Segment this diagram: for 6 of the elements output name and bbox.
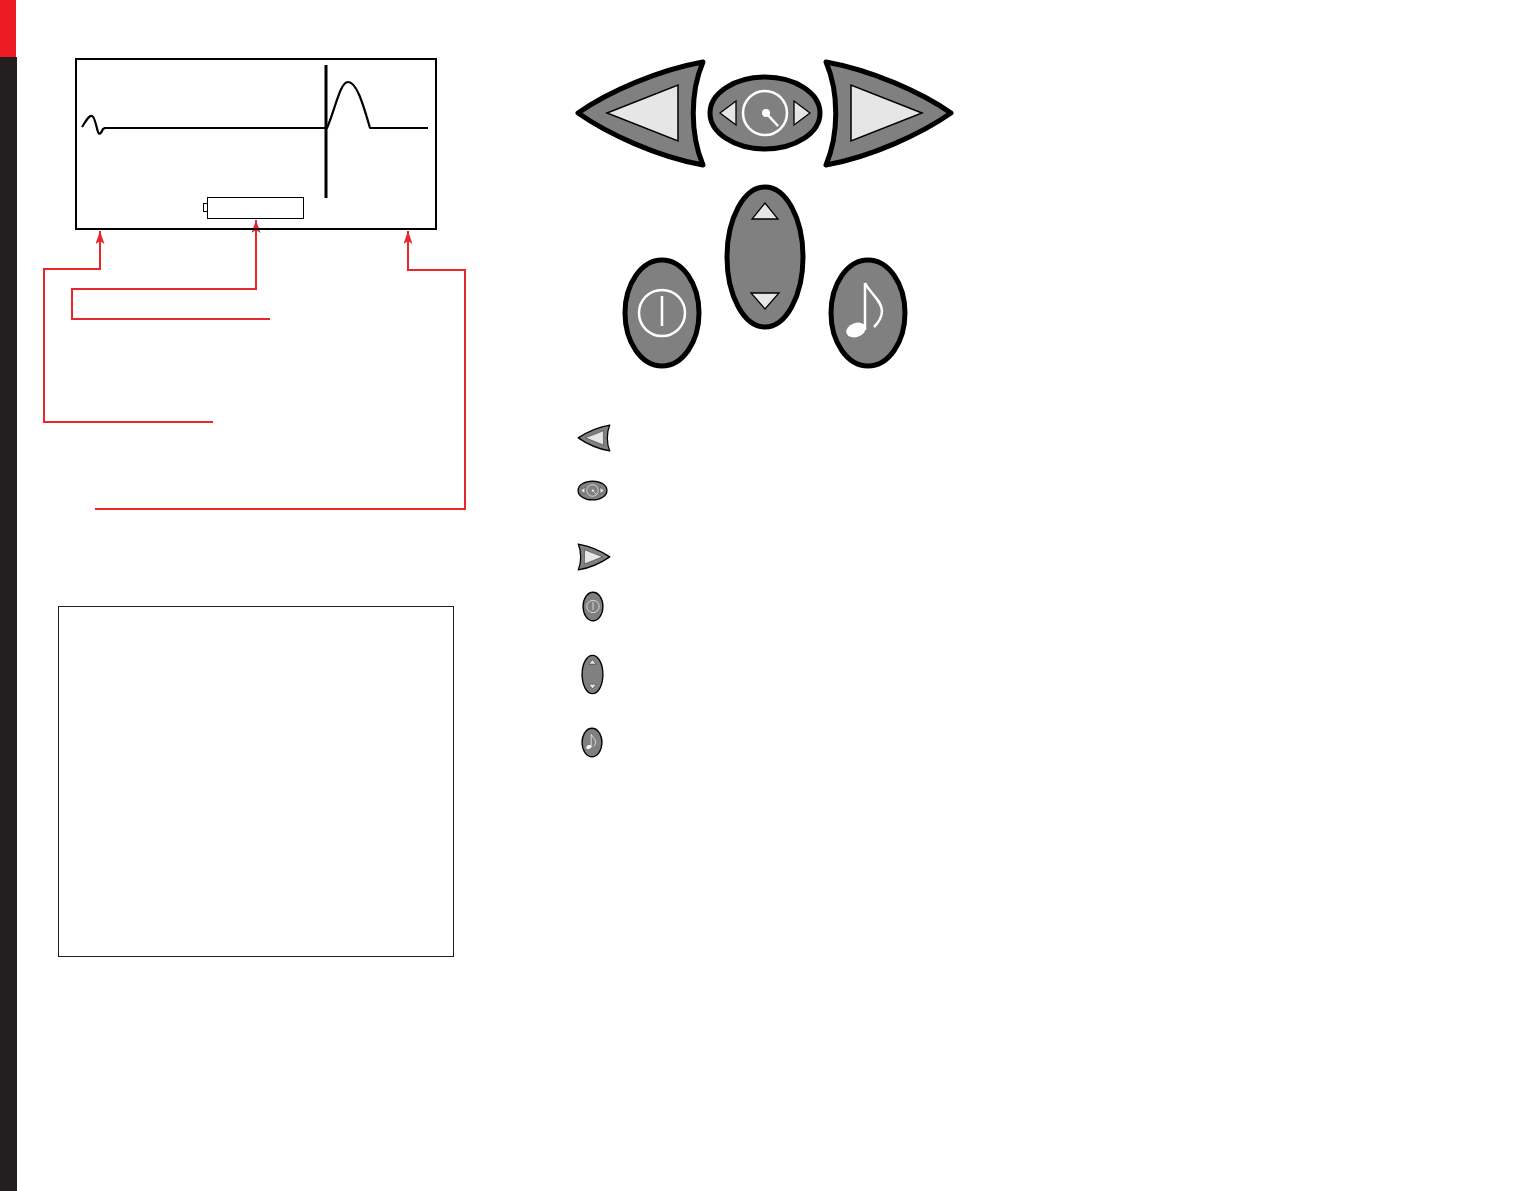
blank-panel (58, 606, 454, 957)
leader-line (43, 230, 214, 423)
leader-line (71, 219, 271, 320)
leader-line (94, 230, 466, 510)
display-screen (75, 58, 437, 230)
battery-icon (203, 197, 304, 219)
